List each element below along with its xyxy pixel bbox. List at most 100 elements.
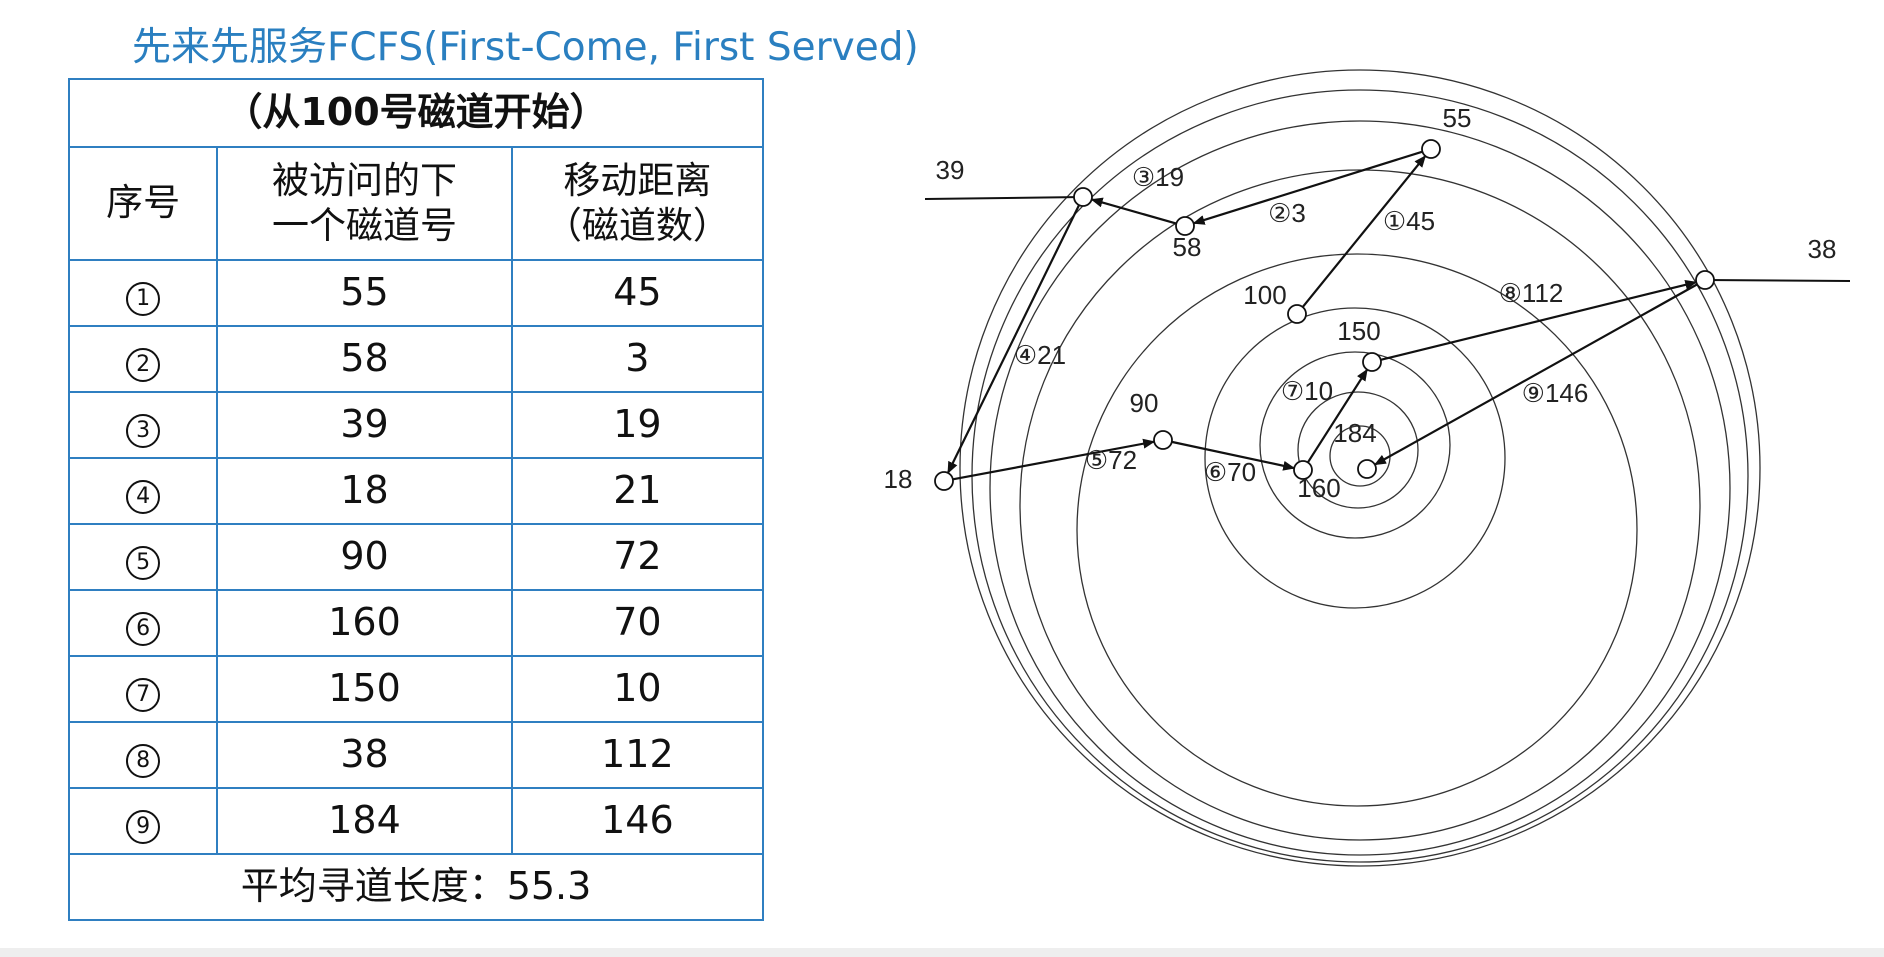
seek-arrow	[1301, 155, 1427, 308]
seek-distance-label: ④21	[1014, 340, 1066, 370]
seek-arrow	[1192, 150, 1423, 225]
seek-arrows	[946, 150, 1698, 481]
table-row: 5 90 72	[67, 523, 765, 591]
distance-cell: 72	[510, 523, 765, 591]
seek-arrow	[946, 204, 1081, 474]
row-index-cell: 5	[67, 523, 219, 591]
header-distance: 移动距离（磁道数）	[510, 146, 765, 261]
track-ring	[1297, 391, 1419, 509]
table-caption: （从100号磁道开始）	[68, 78, 764, 148]
seek-distance-label: ⑨146	[1522, 378, 1589, 408]
next-track-cell: 90	[216, 523, 513, 591]
header-next-track: 被访问的下一个磁道号	[216, 146, 513, 261]
header-next-track-line1: 被访问的下	[272, 159, 458, 203]
track-ring	[989, 120, 1731, 856]
table-row: 8 38 112	[67, 721, 765, 789]
track-ring	[1019, 169, 1701, 841]
row-index-badge: 5	[126, 546, 161, 581]
track-node	[1421, 139, 1441, 159]
track-ring	[959, 69, 1761, 867]
track-node	[1695, 270, 1715, 290]
track-ring	[1259, 351, 1451, 539]
row-index-cell: 4	[67, 457, 219, 525]
row-index-badge: 1	[126, 282, 161, 317]
row-index-cell: 2	[67, 325, 219, 393]
distance-cell: 45	[510, 259, 765, 327]
track-node	[1357, 459, 1377, 479]
next-track-cell: 58	[216, 325, 513, 393]
page-title: 先来先服务FCFS(First-Come, First Served)	[132, 25, 919, 70]
track-node	[1293, 460, 1313, 480]
track-number-label: 18	[884, 464, 913, 494]
distance-cell: 112	[510, 721, 765, 789]
track-number-label: 55	[1443, 103, 1472, 133]
track-number-label: 38	[1808, 234, 1837, 264]
row-index-badge: 3	[126, 414, 161, 449]
next-track-cell: 160	[216, 589, 513, 657]
table-row: 4 18 21	[67, 457, 765, 525]
row-index-cell: 9	[67, 787, 219, 855]
seek-distance-label: ⑦10	[1281, 376, 1333, 406]
track-node	[1287, 304, 1307, 324]
bottom-scroll-bar	[0, 948, 1884, 957]
fcfs-table: （从100号磁道开始） 序号 被访问的下一个磁道号 移动距离（磁道数） 1 55…	[67, 78, 765, 921]
distance-cell: 21	[510, 457, 765, 525]
average-seek-length: 平均寻道长度：55.3	[68, 853, 764, 921]
next-track-cell: 55	[216, 259, 513, 327]
header-distance-line2: （磁道数）	[544, 203, 730, 247]
next-track-cell: 150	[216, 655, 513, 723]
seek-distance-label: ⑧112	[1499, 278, 1564, 308]
seek-arrow	[1306, 368, 1369, 464]
row-index-badge: 7	[126, 678, 161, 713]
seek-distance-label: ③19	[1132, 162, 1184, 192]
track-ring	[1204, 307, 1506, 609]
row-index-badge: 8	[126, 744, 161, 779]
next-track-cell: 18	[216, 457, 513, 525]
track-number-label: 160	[1297, 473, 1340, 503]
seek-distance-label: ①45	[1383, 206, 1435, 236]
distance-cell: 3	[510, 325, 765, 393]
track-number-label: 100	[1243, 280, 1286, 310]
track-number-label: 150	[1337, 316, 1380, 346]
track-node	[1153, 430, 1173, 450]
seek-arrow	[1380, 279, 1698, 361]
header-index: 序号	[67, 146, 219, 261]
table-row: 6 160 70	[67, 589, 765, 657]
seek-distance-label: ⑤72	[1085, 445, 1137, 475]
row-index-badge: 9	[126, 810, 161, 845]
track-node	[934, 471, 954, 491]
seek-arrow	[1373, 283, 1698, 466]
track-number-label: 39	[936, 155, 965, 185]
table-row: 1 55 45	[67, 259, 765, 327]
track-node	[1073, 187, 1093, 207]
table-row: 7 150 10	[67, 655, 765, 723]
track-nodes	[934, 139, 1715, 491]
next-track-cell: 39	[216, 391, 513, 459]
distance-cell: 146	[510, 787, 765, 855]
seek-arrow	[952, 438, 1156, 481]
track-lead-lines	[924, 196, 1851, 282]
table-row: 9 184 146	[67, 787, 765, 855]
track-number-label: 90	[1130, 388, 1159, 418]
header-next-track-line2: 一个磁道号	[272, 203, 458, 247]
track-node	[1175, 216, 1195, 236]
track-number-label: 184	[1333, 418, 1376, 448]
row-index-badge: 6	[126, 612, 161, 647]
row-index-badge: 4	[126, 480, 161, 515]
distance-cell: 19	[510, 391, 765, 459]
distance-cell: 10	[510, 655, 765, 723]
track-38-lead-line	[1704, 279, 1851, 282]
track-ring	[1076, 253, 1638, 807]
track-number-label: 58	[1173, 232, 1202, 262]
seek-arrow	[1171, 440, 1296, 471]
seek-distance-label: ⑥70	[1204, 457, 1256, 487]
next-track-cell: 38	[216, 721, 513, 789]
header-distance-line1: 移动距离	[563, 159, 712, 203]
track-node	[1362, 352, 1382, 372]
seek-arrow	[1090, 197, 1177, 225]
row-index-cell: 8	[67, 721, 219, 789]
row-index-cell: 3	[67, 391, 219, 459]
next-track-cell: 184	[216, 787, 513, 855]
